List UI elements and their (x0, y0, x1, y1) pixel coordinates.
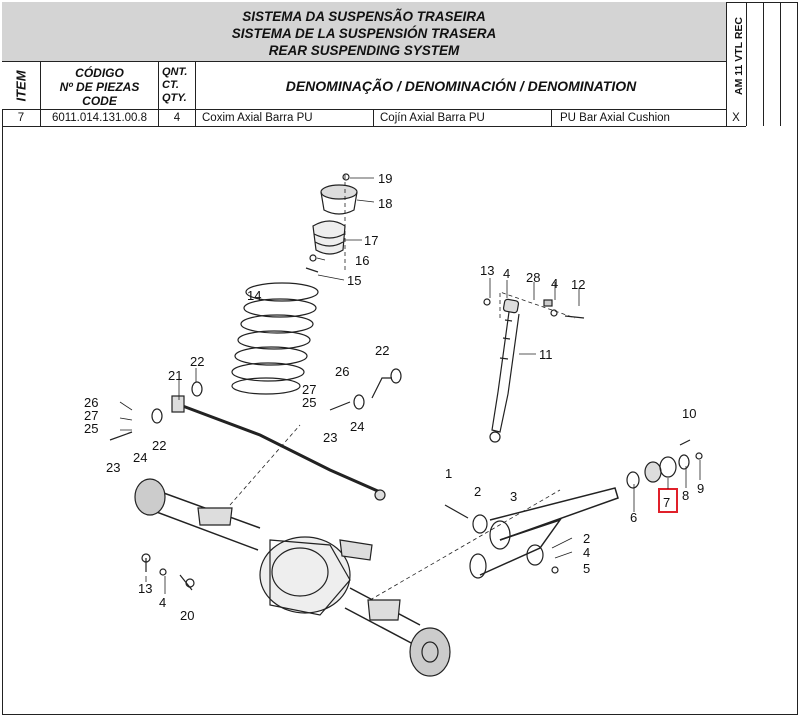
row-code: 6011.014.131.00.8 (41, 110, 159, 127)
callout-4-upper: 4 (503, 266, 510, 281)
row-item: 7 (2, 110, 41, 127)
blank-column-border-2 (763, 2, 764, 126)
callout-18: 18 (378, 196, 392, 211)
callout-24-center: 24 (350, 419, 364, 434)
callout-9: 9 (697, 481, 704, 496)
header-item: ITEM (2, 62, 41, 110)
callout-19: 19 (378, 171, 392, 186)
bolt-15 (305, 267, 319, 273)
header-denomination: DENOMINAÇÃO / DENOMINACIÓN / DENOMINATIO… (196, 62, 726, 110)
callout-11: 11 (539, 347, 553, 362)
row-desc-pt: Coxim Axial Barra PU (196, 110, 374, 127)
washer-16 (309, 254, 317, 262)
title-block: SISTEMA DA SUSPENSÃO TRASEIRA SISTEMA DE… (2, 2, 726, 62)
row-desc-es: Cojín Axial Barra PU (374, 110, 552, 127)
title-pt: SISTEMA DA SUSPENSÃO TRASEIRA (242, 9, 486, 24)
row-qty: 4 (159, 110, 196, 127)
callout-4-shock: 4 (551, 276, 558, 291)
mount-nut (342, 173, 350, 181)
callout-7-highlighted: 7 (663, 495, 670, 510)
callout-4-lower-left: 4 (159, 595, 166, 610)
callout-1: 1 (445, 466, 452, 481)
stabilizer-bar (179, 403, 381, 494)
callout-12: 12 (571, 277, 585, 292)
callout-2-lower: 2 (583, 531, 590, 546)
callout-25-left: 25 (84, 421, 98, 436)
callout-21: 21 (168, 368, 182, 383)
shock-absorber (483, 298, 585, 443)
title-es: SISTEMA DE LA SUSPENSIÓN TRASERA (231, 26, 497, 41)
blank-column-border-3 (780, 2, 781, 126)
callout-4-lower: 4 (583, 545, 590, 560)
callout-26-center: 26 (335, 364, 349, 379)
callout-20: 20 (180, 608, 194, 623)
callout-27-left: 27 (84, 408, 98, 423)
callout-13-upper: 13 (480, 263, 494, 278)
axle-housing (134, 478, 451, 677)
callout-8: 8 (682, 488, 689, 503)
coil-spring (231, 282, 319, 395)
callout-16: 16 (355, 253, 369, 268)
callout-13-lower: 13 (138, 581, 152, 596)
callout-22-lower-left: 22 (152, 438, 166, 453)
callout-24-left: 24 (133, 450, 147, 465)
top-mount (320, 184, 358, 200)
callout-22-upper-left: 22 (190, 354, 204, 369)
callout-10: 10 (682, 406, 696, 421)
callout-6: 6 (630, 510, 637, 525)
blank-column-border-1 (746, 2, 747, 126)
callout-14: 14 (247, 288, 261, 303)
header-qty: QNT.CT.QTY. (159, 62, 196, 110)
callout-3: 3 (510, 489, 517, 504)
callout-23-left: 23 (106, 460, 120, 475)
callout-27-center: 27 (302, 382, 316, 397)
lower-bolts (145, 558, 193, 591)
row-mark: X (726, 110, 746, 127)
trailing-arm (444, 439, 703, 579)
title-en: REAR SUSPENDING SYSTEM (268, 43, 460, 58)
callout-17: 17 (364, 233, 378, 248)
model-column-border (726, 2, 727, 126)
callout-22-center: 22 (375, 343, 389, 358)
callout-2-upper: 2 (474, 484, 481, 499)
callout-26-left: 26 (84, 395, 98, 410)
callout-25-center: 25 (302, 395, 316, 410)
callout-23-center: 23 (323, 430, 337, 445)
callout-28: 28 (526, 270, 540, 285)
callout-5: 5 (583, 561, 590, 576)
row-desc-en: PU Bar Axial Cushion (552, 110, 726, 127)
callout-15: 15 (347, 273, 361, 288)
top-mount-body (320, 191, 358, 215)
